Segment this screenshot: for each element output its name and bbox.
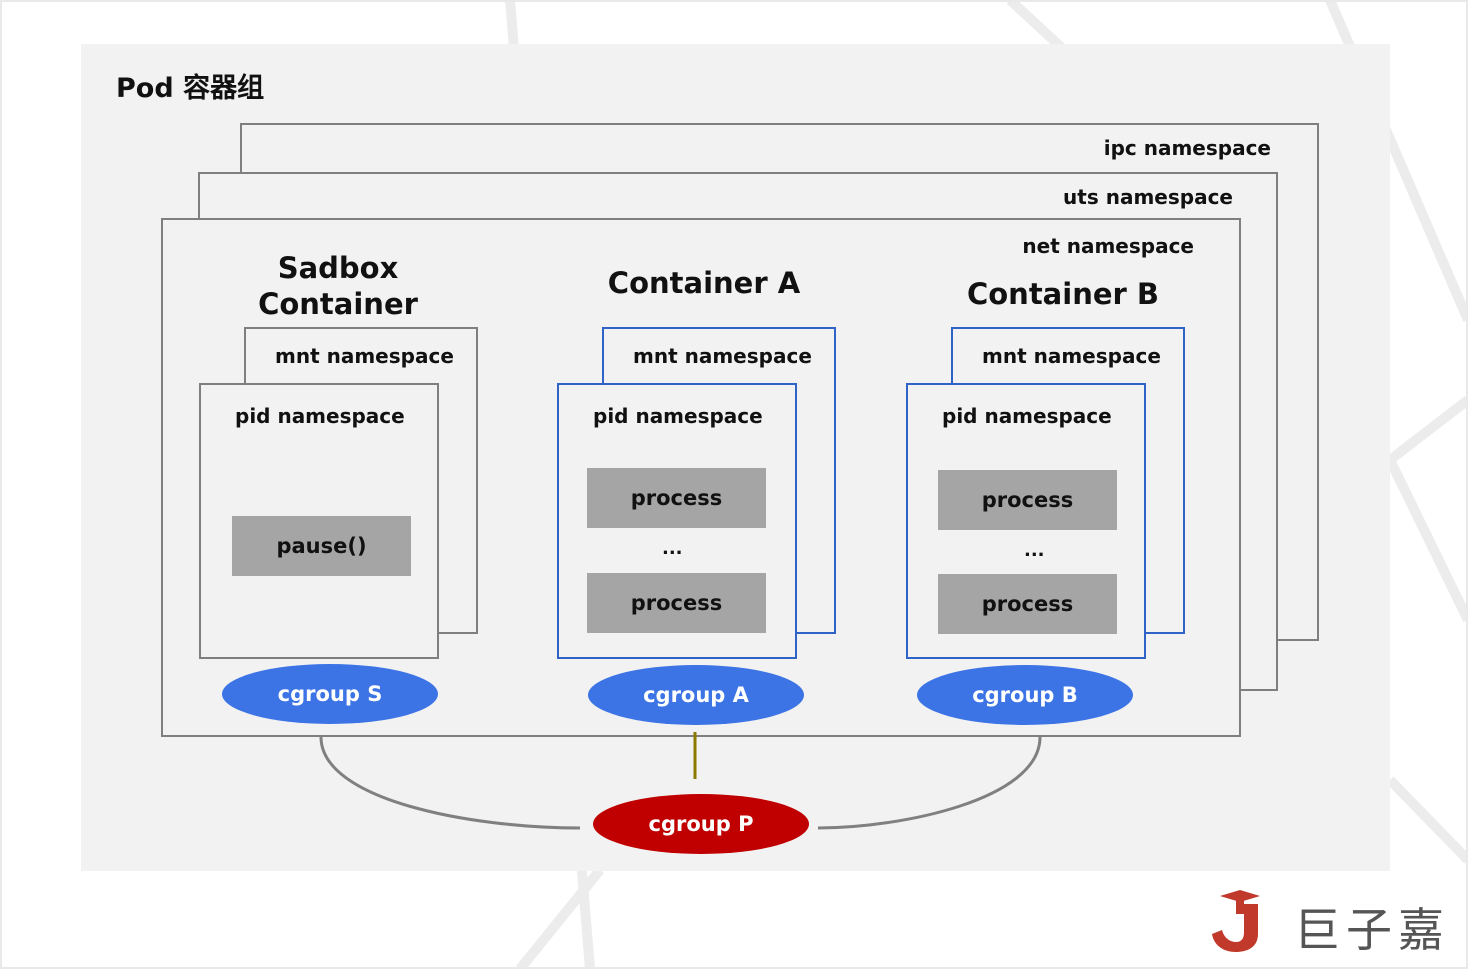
container-b-process-1: process [938,470,1117,530]
cgroup-p: cgroup P [593,794,809,854]
pause-process: pause() [232,516,411,576]
cgroup-b: cgroup B [917,665,1133,725]
connector-b-to-p [817,736,1042,830]
brand-logo-text: 巨子嘉 [1294,903,1450,957]
sandbox-container-title: Sadbox Container [218,250,458,322]
container-b-ellipsis: ... [1024,540,1045,561]
sandbox-mnt-namespace-label: mnt namespace [275,344,454,368]
uts-namespace-label: uts namespace [1063,185,1233,209]
container-a-process-2: process [587,573,766,633]
container-b-process-2: process [938,574,1117,634]
sandbox-container-name: Sadbox Container [258,251,418,321]
ipc-namespace-label: ipc namespace [1103,136,1271,160]
container-b-mnt-namespace-label: mnt namespace [982,344,1161,368]
container-a-pid-namespace-label: pid namespace [593,404,763,428]
brand-logo: 巨子嘉 [1210,890,1450,957]
cgroup-s: cgroup S [222,664,438,724]
brand-logo-icon [1212,890,1260,952]
connector-s-to-p [319,736,581,830]
container-a-title: Container A [607,266,801,300]
container-a-mnt-namespace-label: mnt namespace [633,344,812,368]
sandbox-pid-namespace-label: pid namespace [235,404,405,428]
container-a-process-1: process [587,468,766,528]
container-b-title: Container B [966,277,1160,311]
net-namespace-label: net namespace [1022,234,1194,258]
pod-title: Pod 容器组 [116,73,265,104]
container-b-pid-namespace-label: pid namespace [942,404,1112,428]
cgroup-a: cgroup A [588,665,804,725]
container-a-ellipsis: ... [662,538,683,559]
